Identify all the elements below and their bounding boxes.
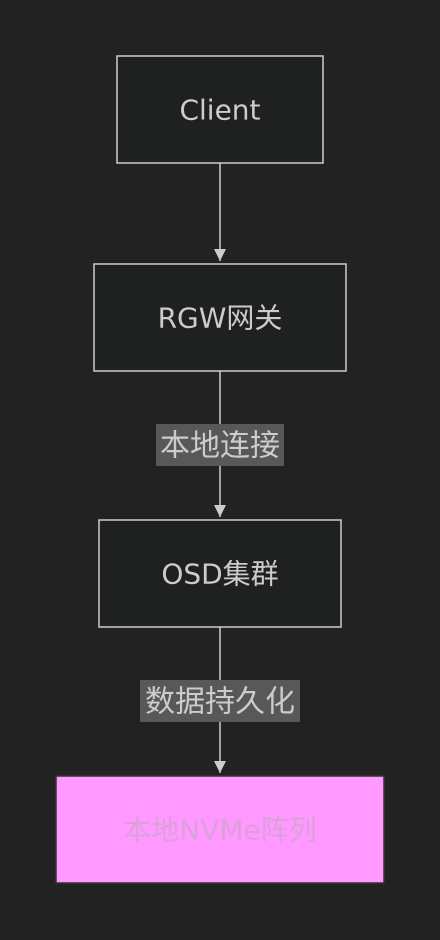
edge-label-local-connection: 本地连接 bbox=[160, 429, 280, 464]
node-label: RGW网关 bbox=[158, 302, 283, 335]
edge-label-data-persistence: 数据持久化 bbox=[145, 685, 295, 720]
node-label: 本地NVMe阵列 bbox=[123, 814, 317, 847]
node-label: OSD集群 bbox=[161, 558, 278, 591]
node-box bbox=[93, 263, 347, 372]
edge-osd-nvme: 数据持久化 bbox=[140, 627, 300, 773]
node-rgw-gateway[interactable]: RGW网关 bbox=[93, 263, 347, 372]
edge-label-background bbox=[140, 680, 300, 722]
node-client[interactable]: Client bbox=[116, 55, 324, 164]
node-label: Client bbox=[179, 94, 260, 127]
edge-rgw-osd: 本地连接 bbox=[156, 371, 284, 517]
node-osd-cluster[interactable]: OSD集群 bbox=[98, 519, 342, 628]
node-box bbox=[116, 55, 324, 164]
edge-label-background bbox=[156, 424, 284, 466]
node-box bbox=[98, 519, 342, 628]
node-local-nvme-array[interactable]: 本地NVMe阵列 bbox=[55, 775, 385, 884]
node-box bbox=[55, 775, 385, 884]
